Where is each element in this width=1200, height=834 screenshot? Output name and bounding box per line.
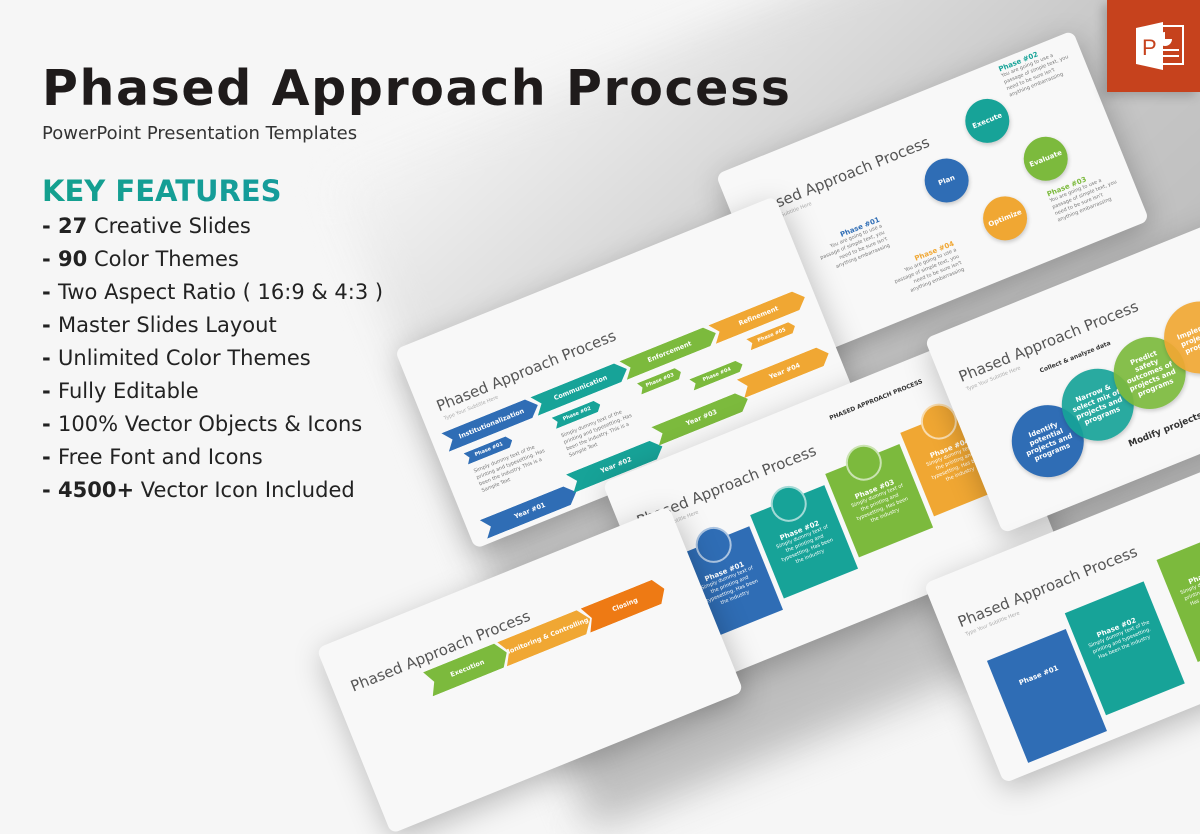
feature-text: Master Slides Layout <box>58 313 277 337</box>
feature-item: - Fully Editable <box>42 375 792 408</box>
cycle-step: Execute <box>958 92 1016 150</box>
features-heading: KEY FEATURES <box>42 174 792 208</box>
feature-text: Color Themes <box>87 247 239 271</box>
feature-item: - 4500+ Vector Icon Included <box>42 474 792 507</box>
shield-icon <box>840 439 888 487</box>
hero-text: Phased Approach Process PowerPoint Prese… <box>42 60 792 507</box>
dash: - <box>42 379 59 403</box>
feature-text: Fully Editable <box>58 379 199 403</box>
dash: - <box>42 214 59 238</box>
cards-heading: PHASED APPROACH PROCESS <box>828 378 924 422</box>
feature-item: - 27 Creative Slides <box>42 210 792 243</box>
dash: - <box>42 247 59 271</box>
phase-label: Phase #01 <box>1017 663 1060 688</box>
feature-number: 4500+ <box>58 478 135 502</box>
cycle-step: Plan <box>918 151 976 210</box>
feature-item: - Master Slides Layout <box>42 309 792 342</box>
main-title: Phased Approach Process <box>42 60 792 117</box>
feature-text: 100% Vector Objects & Icons <box>58 412 363 436</box>
powerpoint-icon: P <box>1136 22 1184 70</box>
powerpoint-badge: P <box>1107 0 1200 92</box>
dash: - <box>42 313 59 337</box>
feature-text: Vector Icon Included <box>134 478 355 502</box>
dash: - <box>42 346 59 370</box>
feature-number: 27 <box>58 214 88 238</box>
feature-text: Unlimited Color Themes <box>58 346 311 370</box>
feature-item: - 90 Color Themes <box>42 243 792 276</box>
cycle-step: Optimize <box>976 189 1034 247</box>
cycle-step: Evaluate <box>1017 130 1075 188</box>
svg-text:P: P <box>1142 35 1157 60</box>
lifecycle-chevron: Closing <box>581 577 670 633</box>
feature-text: Free Font and Icons <box>58 445 263 469</box>
feature-item: - 100% Vector Objects & Icons <box>42 408 792 441</box>
feature-text: Two Aspect Ratio ( 16:9 & 4:3 ) <box>58 280 384 304</box>
dash: - <box>42 280 59 304</box>
feature-text: Creative Slides <box>87 214 251 238</box>
features-list: - 27 Creative Slides- 90 Color Themes- T… <box>42 210 792 507</box>
bottom-label: Modify projects <box>1127 410 1200 450</box>
dash: - <box>42 412 59 436</box>
feature-item: - Free Font and Icons <box>42 441 792 474</box>
feature-item: - Two Aspect Ratio ( 16:9 & 4:3 ) <box>42 276 792 309</box>
building-icon <box>690 521 738 569</box>
subtitle: PowerPoint Presentation Templates <box>42 123 358 144</box>
feature-item: - Unlimited Color Themes <box>42 342 792 375</box>
feature-number: 90 <box>58 247 88 271</box>
dash: - <box>42 478 59 502</box>
dash: - <box>42 445 59 469</box>
